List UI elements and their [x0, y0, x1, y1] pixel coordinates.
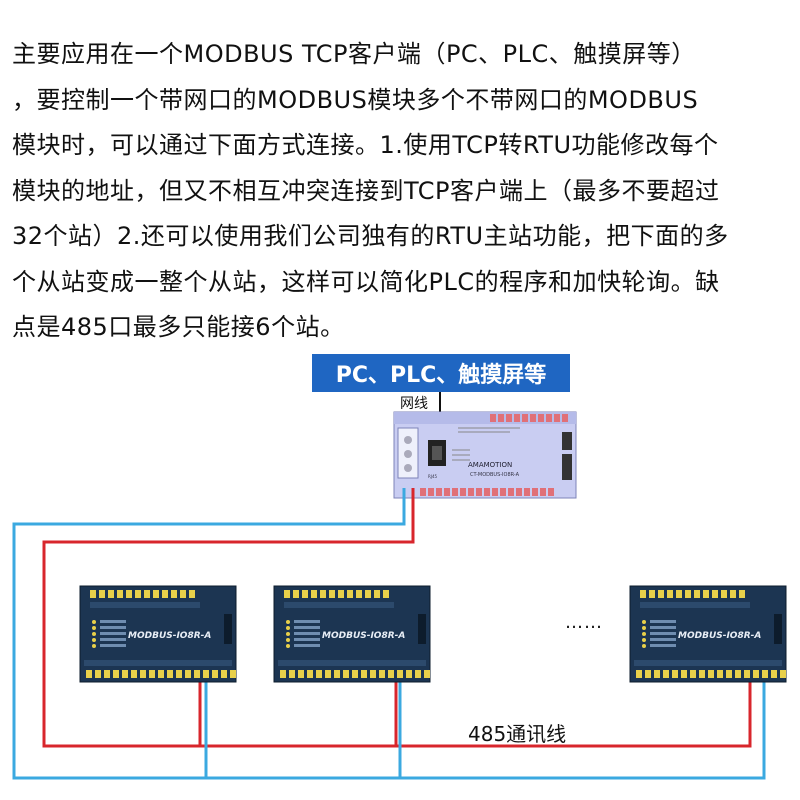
more-modules-ellipsis: …… [565, 612, 603, 633]
client-box: PC、PLC、触摸屏等 [312, 354, 570, 392]
slave-module: MODBUS-IO8R-A [273, 585, 431, 683]
paragraph-line: 32个站）2.还可以使用我们公司独有的RTU主站功能，把下面的多 [12, 222, 729, 250]
description-paragraph: 主要应用在一个MODBUS TCP客户端（PC、PLC、触摸屏等） ，要控制一个… [12, 32, 792, 351]
rs485-blue-wire [12, 488, 766, 780]
paragraph-line: 点是485口最多只能接6个站。 [12, 313, 345, 341]
gateway-brand: AMAMOTION [468, 461, 512, 469]
paragraph-line: 模块时，可以通过下面方式连接。1.使用TCP转RTU功能修改每个 [12, 131, 719, 159]
paragraph-line: ，要控制一个带网口的MODBUS模块多个不带网口的MODBUS [12, 85, 699, 114]
rs485-bus-label: 485通讯线 [468, 722, 567, 746]
network-cable-label: 网线 [400, 396, 428, 412]
slave-module-label: MODBUS-IO8R-A [322, 631, 405, 641]
gateway-module: AMAMOTION CT-MODBUS-IO8R-A RJ45 [393, 411, 577, 499]
gateway-port-label: RJ45 [428, 474, 438, 479]
slave-module-label: MODBUS-IO8R-A [128, 631, 211, 641]
paragraph-line: 模块的地址，但又不相互冲突连接到TCP客户端上（最多不要超过 [12, 176, 720, 205]
slave-module-label: MODBUS-IO8R-A [678, 631, 761, 641]
paragraph-line: 主要应用在一个MODBUS TCP客户端（PC、PLC、触摸屏等） [12, 40, 696, 68]
gateway-model: CT-MODBUS-IO8R-A [470, 472, 520, 478]
rs485-red-wire [42, 488, 752, 748]
paragraph-line: 个从站变成一整个从站，这样可以简化PLC的程序和加快轮询。缺 [12, 267, 720, 296]
slave-module: MODBUS-IO8R-A [629, 585, 787, 683]
slave-module: MODBUS-IO8R-A [79, 585, 237, 683]
